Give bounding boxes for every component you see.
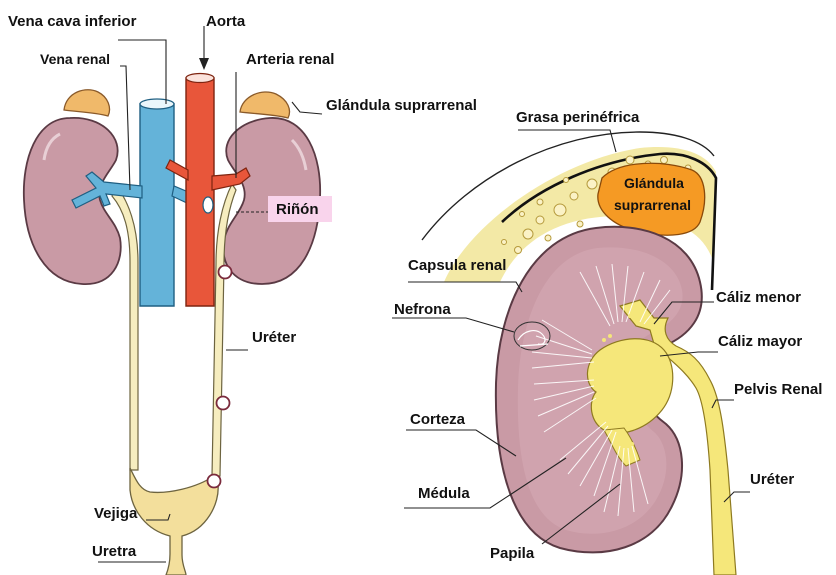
bladder [130,468,218,575]
label-corteza: Corteza [410,411,466,428]
aorta-top-opening [186,74,214,83]
label-pelvis-renal: Pelvis Renal [734,381,822,398]
left-panel-illustration [24,74,320,575]
inferior-vena-cava [140,104,174,306]
label-medula: Médula [418,485,470,502]
label-nefrona: Nefrona [394,301,451,318]
label-papila: Papila [490,545,535,562]
label-vena-renal: Vena renal [40,51,110,67]
label-aorta: Aorta [206,13,246,30]
ureter-marker-3 [208,475,221,488]
vena-cava-top-opening [140,99,174,109]
label-capsula-renal: Capsula renal [408,257,506,274]
label-glandula-suprarrenal: Glándula suprarrenal [326,97,477,114]
right-adrenal-gland [240,92,290,118]
label-caliz-menor: Cáliz menor [716,289,801,306]
left-adrenal-gland [64,90,110,116]
label-vejiga: Vejiga [94,505,138,522]
label-glandula-line2: suprarrenal [614,197,691,213]
label-glandula-line1: Glándula [624,175,684,191]
label-grasa-perinefrica: Grasa perinéfrica [516,109,640,126]
label-rinon: Riñón [276,201,319,218]
label-vena-cava-inferior: Vena cava inferior [8,13,137,30]
ureter-marker-2 [217,397,230,410]
renal-vein-cut-end [203,197,213,213]
label-ureter-left: Uréter [252,329,296,346]
label-uretra: Uretra [92,543,137,560]
aorta [186,78,214,306]
label-caliz-mayor: Cáliz mayor [718,333,802,350]
ureter-marker-1 [219,266,232,279]
label-arteria-renal: Arteria renal [246,51,334,68]
label-ureter-right: Uréter [750,471,794,488]
